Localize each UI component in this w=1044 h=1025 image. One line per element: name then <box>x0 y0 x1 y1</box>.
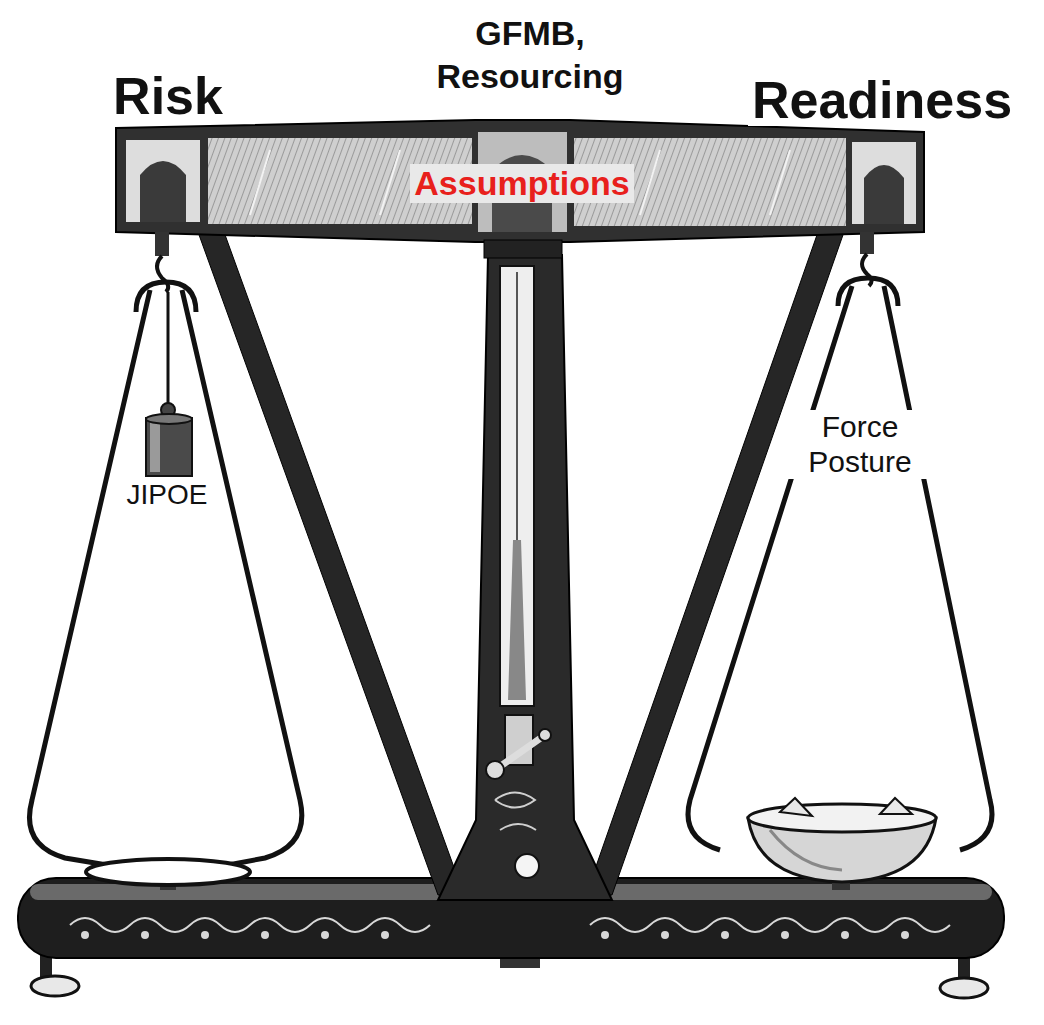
label-text: GFMB, Resourcing <box>405 12 655 97</box>
label-text: Risk <box>109 70 227 122</box>
label-text: Assumptions <box>410 164 633 203</box>
label-text: Force Posture <box>785 410 935 479</box>
hanging-weight <box>146 292 192 476</box>
label-text: Readiness <box>748 74 1016 126</box>
central-column <box>438 255 612 900</box>
left-pan <box>29 232 301 890</box>
label-text: JIPOE <box>123 480 212 511</box>
right-pan <box>688 232 992 890</box>
balance-beam <box>116 120 924 258</box>
